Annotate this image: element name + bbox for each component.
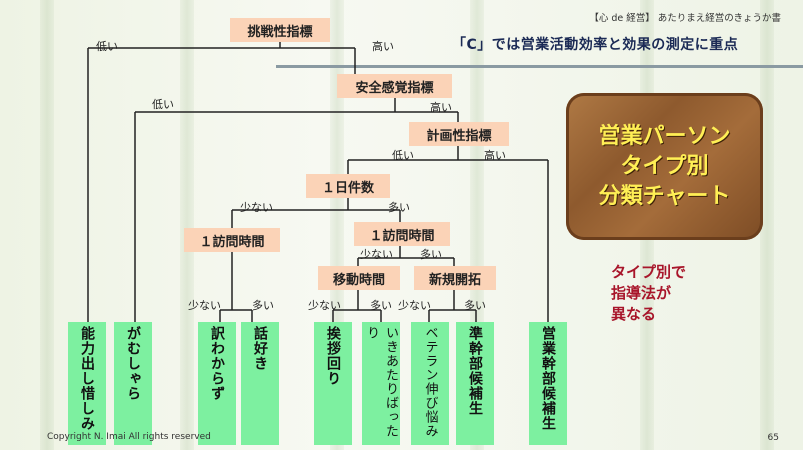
copyright: Copyright N. Imai All rights reserved xyxy=(47,432,211,442)
leaf-label: 挨拶回り xyxy=(325,326,341,386)
branch-label: 少ない xyxy=(240,201,273,214)
headline-rule xyxy=(276,65,803,68)
leaf-type: がむしゃら xyxy=(114,322,152,445)
branch-label: 多い xyxy=(464,299,486,312)
node-visit-time-left: １訪問時間 xyxy=(184,228,280,252)
leaf-label: 準幹部候補生 xyxy=(467,326,483,416)
branch-label: 多い xyxy=(420,248,442,261)
branch-label: 少ない xyxy=(188,299,221,312)
leaf-type: いきあたりばったり xyxy=(362,322,400,445)
leaf-type: ベテラン伸び悩み xyxy=(411,322,449,445)
chart-title-board: 営業パーソン タイプ別 分類チャート xyxy=(566,93,763,240)
leaf-label: がむしゃら xyxy=(125,326,141,401)
bamboo-decoration xyxy=(40,0,54,450)
branch-label: 多い xyxy=(370,299,392,312)
branch-label: 高い xyxy=(484,149,506,162)
node-travel-time: 移動時間 xyxy=(318,266,400,290)
branch-label: 多い xyxy=(388,201,410,214)
leaf-type: 営業幹部候補生 xyxy=(529,322,567,445)
leaf-label: 営業幹部候補生 xyxy=(540,326,556,431)
node-daily-count: １日件数 xyxy=(306,174,390,198)
leaf-label: ベテラン伸び悩み xyxy=(422,326,438,438)
note-line: 異なる xyxy=(611,305,657,323)
title-line: 分類チャート xyxy=(598,183,731,209)
leaf-type: 挨拶回り xyxy=(314,322,352,445)
leaf-type: 話好き xyxy=(241,322,279,445)
page-number: 65 xyxy=(767,433,779,443)
branch-label: 少ない xyxy=(308,299,341,312)
leaf-label: いきあたりばったり xyxy=(364,326,398,438)
branch-label: 高い xyxy=(372,40,394,53)
branch-label: 高い xyxy=(430,101,452,114)
branch-label: 少ない xyxy=(360,248,393,261)
note-line: 指導法が xyxy=(611,284,672,302)
book-title-note: 【心 de 経営】 あたりまえ経営のきょうか書 xyxy=(589,13,781,24)
branch-label: 少ない xyxy=(398,299,431,312)
bamboo-decoration xyxy=(760,0,774,450)
note-line: タイプ別で xyxy=(611,263,687,281)
side-note: タイプ別で 指導法が 異なる xyxy=(611,262,686,325)
node-challenge-index: 挑戦性指標 xyxy=(230,18,330,42)
title-line: 営業パーソン xyxy=(598,123,731,149)
branch-label: 低い xyxy=(96,40,118,53)
leaf-label: 訳わからず xyxy=(209,326,225,401)
leaf-type: 準幹部候補生 xyxy=(456,322,494,445)
branch-label: 低い xyxy=(392,149,414,162)
branch-label: 低い xyxy=(152,98,174,111)
node-visit-time-right: １訪問時間 xyxy=(354,222,450,246)
leaf-label: 話好き xyxy=(252,326,268,371)
leaf-label: 能力出し惜しみ xyxy=(79,326,95,431)
node-safety-index: 安全感覚指標 xyxy=(337,74,452,98)
title-line: タイプ別 xyxy=(620,153,709,179)
leaf-type: 訳わからず xyxy=(198,322,236,445)
leaf-type: 能力出し惜しみ xyxy=(68,322,106,445)
node-new-development: 新規開拓 xyxy=(414,266,496,290)
node-planning-index: 計画性指標 xyxy=(409,122,509,146)
branch-label: 多い xyxy=(252,299,274,312)
slide-headline: 「C」では営業活動効率と効果の測定に重点 xyxy=(452,37,739,53)
